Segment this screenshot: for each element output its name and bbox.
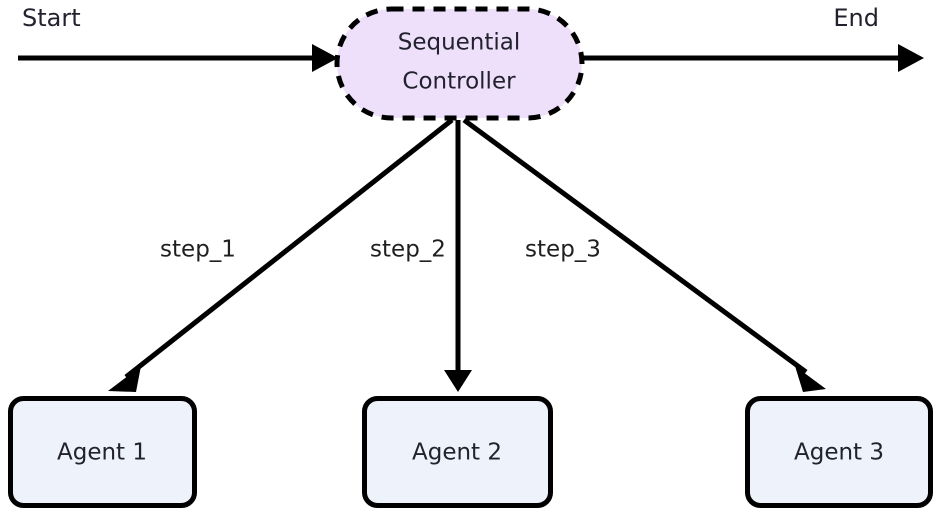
edge-step-2 xyxy=(444,120,472,392)
edge-step-1-arrowhead-icon xyxy=(108,366,141,392)
edge-controller-to-end xyxy=(583,44,924,72)
agent-3-label: Agent 3 xyxy=(794,440,884,466)
controller-label-line-1: Sequential xyxy=(398,30,521,56)
edge-start-to-controller xyxy=(18,44,338,72)
controller-shape[interactable] xyxy=(334,6,585,121)
edge-label-step-2: step_2 xyxy=(370,237,446,263)
edge-step-3-arrowhead-icon xyxy=(795,366,826,392)
agent-2-box[interactable] xyxy=(362,396,553,508)
agent-2-label: Agent 2 xyxy=(412,440,502,466)
edge-start-arrowhead-icon xyxy=(312,44,338,72)
node-sequential-controller[interactable]: Sequential Controller xyxy=(334,6,585,121)
terminal-label-start: Start xyxy=(22,4,81,32)
agent-3-box[interactable] xyxy=(745,396,933,508)
node-agent-3[interactable]: Agent 3 xyxy=(745,396,933,508)
agent-1-box[interactable] xyxy=(8,396,197,508)
edge-end-arrowhead-icon xyxy=(898,44,924,72)
terminal-label-end: End xyxy=(833,4,879,32)
edge-step-1 xyxy=(108,118,454,392)
edge-step-2-arrowhead-icon xyxy=(444,370,472,392)
edge-label-step-3: step_3 xyxy=(525,237,601,263)
node-agent-2[interactable]: Agent 2 xyxy=(362,396,553,508)
edge-step-1-line xyxy=(124,118,454,379)
controller-label-line-2: Controller xyxy=(402,69,516,95)
agent-1-label: Agent 1 xyxy=(57,440,147,466)
edge-step-3-line xyxy=(462,117,808,375)
edge-step-3 xyxy=(462,117,826,392)
node-agent-1[interactable]: Agent 1 xyxy=(8,396,197,508)
edge-label-step-1: step_1 xyxy=(160,237,236,263)
